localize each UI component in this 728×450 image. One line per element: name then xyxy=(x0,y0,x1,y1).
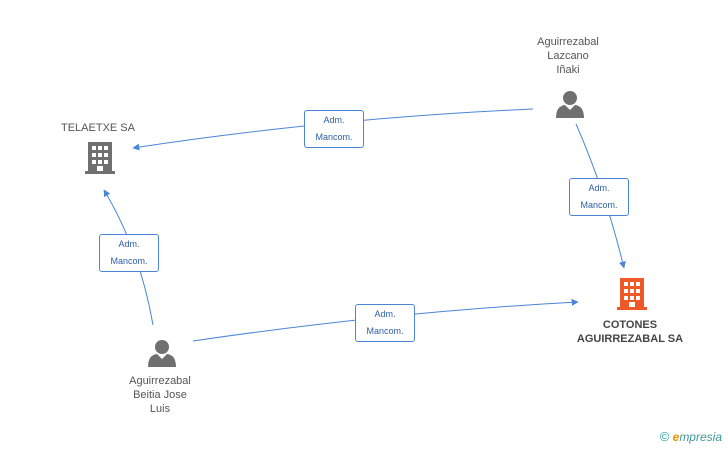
role-line: Mancom. xyxy=(315,132,353,142)
role-line: Adm. xyxy=(588,183,610,193)
brand-logo: empresia xyxy=(673,430,722,444)
company-name: TELAETXE SA xyxy=(61,122,135,134)
role-line: Mancom. xyxy=(110,256,148,266)
company-label-cotones[interactable]: COTONES AGUIRREZABAL SA xyxy=(560,318,700,346)
person-label-lazcano[interactable]: Aguirrezabal Lazcano Iñaki xyxy=(518,35,618,77)
role-line: Adm. xyxy=(374,309,396,319)
company-name-line: AGUIRREZABAL SA xyxy=(576,333,684,345)
role-line: Adm. xyxy=(118,239,140,249)
company-name-line: COTONES xyxy=(602,319,658,331)
person-name-line: Aguirrezabal xyxy=(129,375,191,387)
person-icon[interactable] xyxy=(556,91,584,118)
person-label-beitia[interactable]: Aguirrezabal Beitia Jose Luis xyxy=(110,374,210,416)
focus-building-icon[interactable] xyxy=(617,278,647,310)
role-line: Mancom. xyxy=(580,200,618,210)
role-line: Mancom. xyxy=(366,326,404,336)
edge-label-lazcano-telaetxe: Adm. Mancom. xyxy=(304,110,364,148)
person-name-line: Lazcano xyxy=(547,50,589,62)
person-name-line: Aguirrezabal xyxy=(537,36,599,48)
role-line: Adm. xyxy=(323,115,345,125)
edge-label-beitia-telaetxe: Adm. Mancom. xyxy=(99,234,159,272)
copyright-symbol: © xyxy=(659,429,670,444)
building-icon[interactable] xyxy=(85,142,115,174)
person-name-line: Iñaki xyxy=(556,64,580,76)
person-name-line: Beitia Jose xyxy=(133,389,187,401)
edge-label-lazcano-cotones: Adm. Mancom. xyxy=(569,178,629,216)
brand-footer[interactable]: © empresia xyxy=(660,429,722,444)
person-name-line: Luis xyxy=(149,403,171,415)
edge-label-beitia-cotones: Adm. Mancom. xyxy=(355,304,415,342)
brand-name: mpresia xyxy=(679,430,722,444)
person-icon[interactable] xyxy=(148,340,176,367)
company-label-telaetxe[interactable]: TELAETXE SA xyxy=(50,121,146,135)
brand-initial: e xyxy=(672,430,680,444)
